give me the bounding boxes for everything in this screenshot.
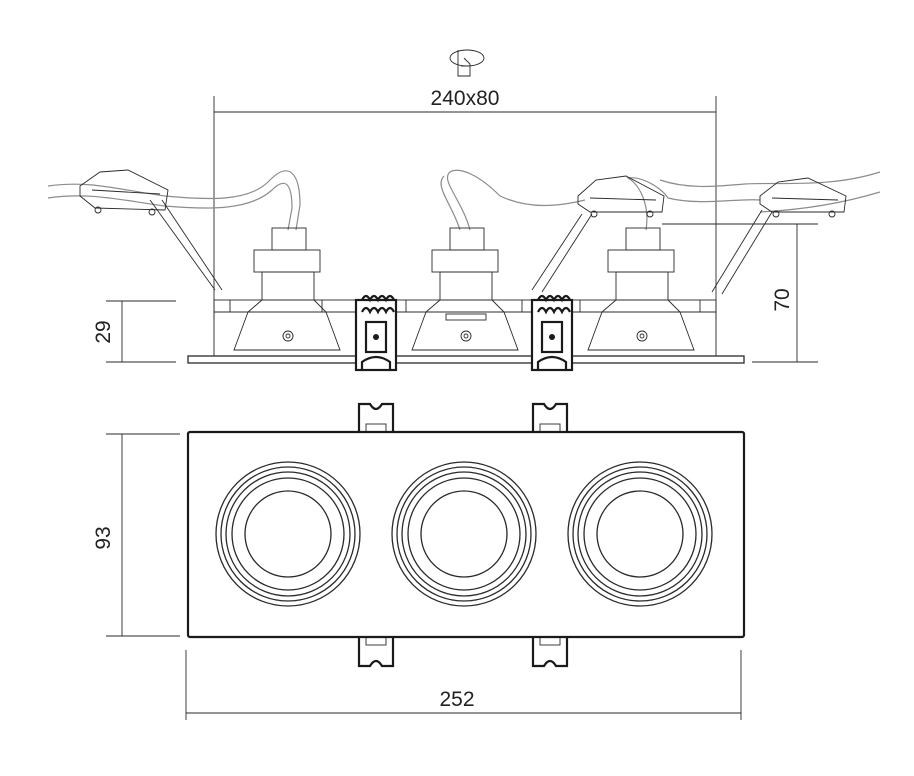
side-view (47, 169, 881, 372)
height-dimension: 93 (92, 433, 180, 637)
height-dimension-label: 93 (92, 526, 115, 549)
cutout-dimension-label: 240x80 (431, 87, 500, 110)
spring-clip-left (354, 294, 398, 372)
width-dimension-label: 252 (439, 688, 474, 711)
top-clip-lower-right (531, 636, 569, 668)
cable-clamp-right (711, 177, 847, 295)
top-clip-lower-left (357, 636, 395, 668)
cable-clamp-center-right (531, 175, 665, 293)
width-dimension: 252 (185, 650, 742, 720)
top-view (186, 402, 746, 668)
thickness-dimension-label: 29 (92, 320, 115, 343)
lamp-side-1 (233, 227, 341, 351)
lamp-side-2 (411, 227, 519, 351)
lamp-ring-3 (567, 461, 713, 607)
flange-side (187, 355, 745, 364)
cutout-dimension: 240x80 (213, 87, 717, 320)
lamp-side-3 (587, 227, 695, 351)
depth-dimension: 70 (662, 223, 818, 363)
spring-clip-right (530, 294, 574, 372)
lamp-ring-2 (391, 461, 537, 607)
hole-saw-icon (449, 49, 485, 77)
cable-clamp-left (79, 169, 223, 291)
top-clip-upper-left (357, 402, 395, 433)
housing-side (213, 299, 717, 357)
cable-left (47, 170, 301, 231)
lamp-ring-1 (215, 461, 361, 607)
top-clip-upper-right (531, 402, 569, 433)
cable-center (446, 169, 586, 231)
thickness-dimension: 29 (92, 300, 176, 363)
depth-dimension-label: 70 (771, 288, 794, 311)
cable-right (626, 177, 761, 231)
